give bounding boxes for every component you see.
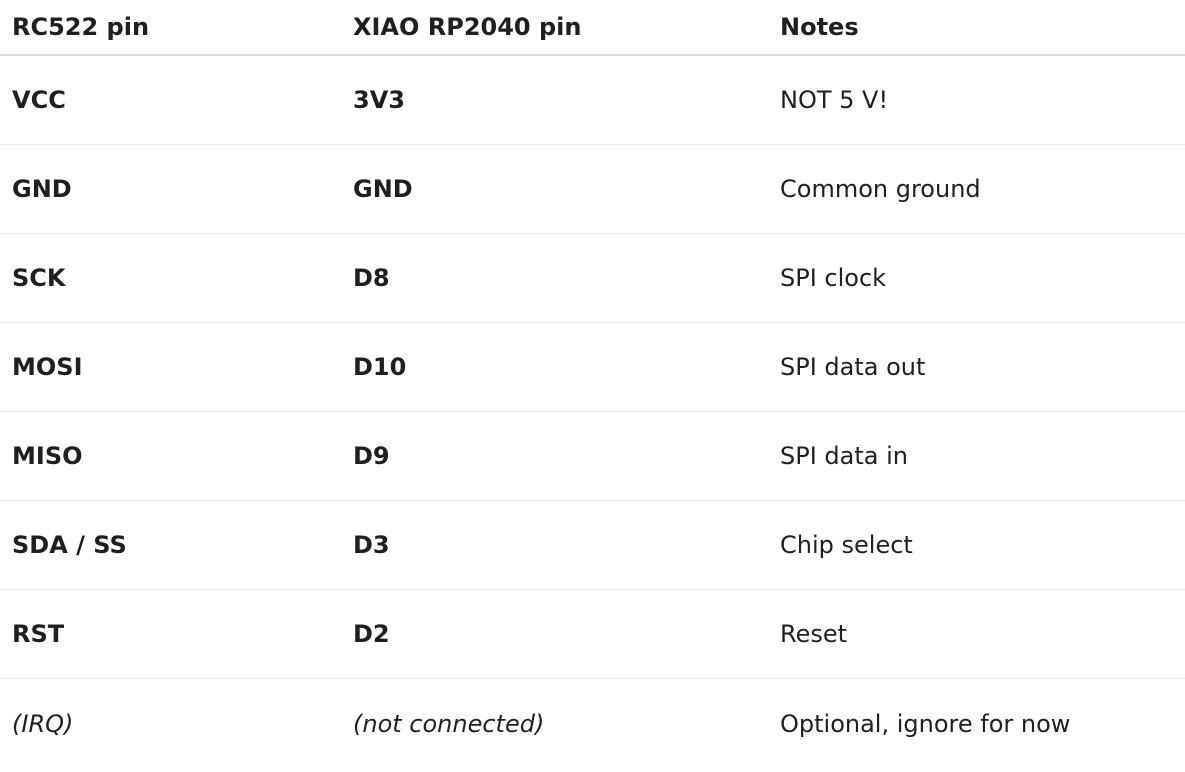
xiao-pin-cell: D8 xyxy=(353,264,390,292)
rc522-pin-cell: GND xyxy=(12,175,72,203)
xiao-pin-cell: D3 xyxy=(353,531,390,559)
notes-cell: Optional, ignore for now xyxy=(780,709,1071,738)
table-row: RST D2 Reset xyxy=(0,590,1185,679)
notes-cell: NOT 5 V! xyxy=(780,86,889,114)
header-xiao-pin: XIAO RP2040 pin xyxy=(353,13,582,41)
table-header-row: RC522 pin XIAO RP2040 pin Notes xyxy=(0,0,1185,56)
rc522-pin-cell: (IRQ) xyxy=(12,709,74,738)
table-row: GND GND Common ground xyxy=(0,145,1185,234)
notes-cell: Chip select xyxy=(780,531,913,559)
notes-cell: Common ground xyxy=(780,175,981,203)
rc522-pin-cell: MISO xyxy=(12,442,83,470)
table-row: SDA / SS D3 Chip select xyxy=(0,501,1185,590)
table-row: MISO D9 SPI data in xyxy=(0,412,1185,501)
rc522-pin-cell: SCK xyxy=(12,264,66,292)
header-notes: Notes xyxy=(780,13,859,41)
table-row: SCK D8 SPI clock xyxy=(0,234,1185,323)
table-row: MOSI D10 SPI data out xyxy=(0,323,1185,412)
rc522-pin-cell: MOSI xyxy=(12,353,83,381)
rc522-pin-cell: VCC xyxy=(12,86,66,114)
xiao-pin-cell: GND xyxy=(353,175,413,203)
table-row: VCC 3V3 NOT 5 V! xyxy=(0,56,1185,145)
xiao-pin-cell: D10 xyxy=(353,353,407,381)
notes-cell: SPI clock xyxy=(780,264,887,292)
notes-cell: SPI data out xyxy=(780,353,926,381)
xiao-pin-cell: D9 xyxy=(353,442,390,470)
notes-cell: SPI data in xyxy=(780,442,908,470)
xiao-pin-cell: 3V3 xyxy=(353,86,405,114)
table-row: (IRQ) (not connected) Optional, ignore f… xyxy=(0,679,1185,768)
rc522-pin-cell: RST xyxy=(12,620,65,648)
xiao-pin-cell: (not connected) xyxy=(353,709,545,738)
xiao-pin-cell: D2 xyxy=(353,620,390,648)
header-rc522-pin: RC522 pin xyxy=(12,13,150,41)
rc522-pin-cell: SDA / SS xyxy=(12,531,127,559)
notes-cell: Reset xyxy=(780,620,848,648)
